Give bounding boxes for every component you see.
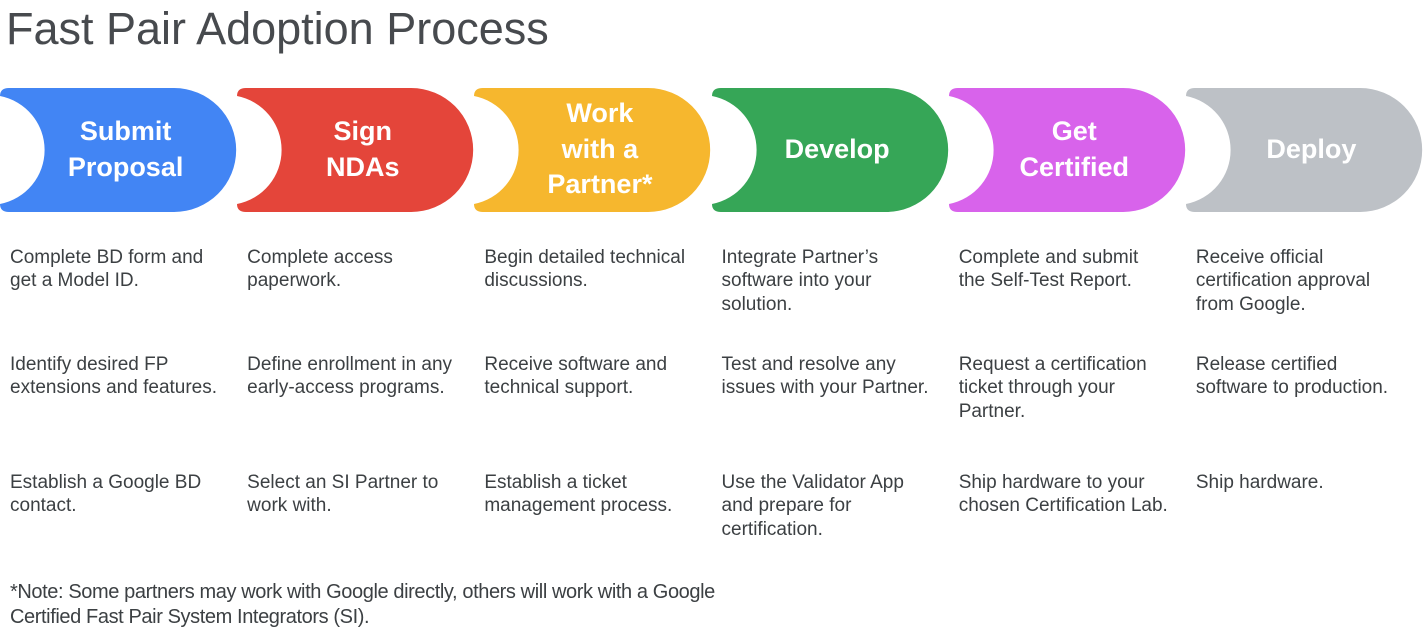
step-details-submit-proposal: Complete BD form and get a Model ID. Iden… xyxy=(0,246,237,543)
step-detail-deploy-3: Ship hardware. xyxy=(1195,471,1324,493)
step-details-row: Complete BD form and get a Model ID. Iden… xyxy=(0,246,1423,543)
step-shape-submit-proposal xyxy=(0,87,237,212)
step-detail-deploy-1: Receive official certification approval … xyxy=(1195,246,1371,316)
step-detail-develop-2: Test and resolve any issues with your Pa… xyxy=(721,353,929,399)
step-shape-get-certified xyxy=(948,87,1185,212)
step-detail-get-certified-2: Request a certification ticket through y… xyxy=(958,353,1147,423)
step-detail-submit-proposal-3: Establish a Google BD contact. xyxy=(10,471,202,517)
step-label-deploy: Deploy xyxy=(1266,133,1357,164)
step-detail-get-certified-3: Ship hardware to your chosen Certificati… xyxy=(958,471,1168,517)
step-label-develop: Develop xyxy=(784,133,890,164)
footnote: *Note: Some partners may work with Googl… xyxy=(10,581,715,629)
step-details-develop: Integrate Partner’s software into your s… xyxy=(712,246,949,543)
step-deploy: Deploy xyxy=(1185,87,1423,212)
step-shape-work-with-a-partner xyxy=(474,87,711,212)
page-title: Fast Pair Adoption Process xyxy=(6,3,549,54)
step-details-get-certified: Complete and submit the Self-Test Report… xyxy=(949,246,1186,543)
step-shape-sign-ndas xyxy=(237,87,474,212)
step-shape-develop xyxy=(711,87,948,212)
step-shape-deploy xyxy=(1185,87,1423,212)
step-detail-work-with-a-partner-1: Begin detailed technical discussions. xyxy=(484,246,686,292)
step-detail-deploy-2: Release certified software to production… xyxy=(1195,353,1389,399)
step-detail-develop-3: Use the Validator App and prepare for ce… xyxy=(721,471,904,541)
step-details-work-with-a-partner: Begin detailed technical discussions. Rec… xyxy=(474,246,711,543)
step-detail-work-with-a-partner-2: Receive software and technical support. xyxy=(484,353,668,399)
step-detail-work-with-a-partner-3: Establish a ticket management process. xyxy=(484,471,673,517)
step-detail-submit-proposal-1: Complete BD form and get a Model ID. xyxy=(10,246,204,292)
step-detail-sign-ndas-2: Define enrollment in any early-access pr… xyxy=(247,353,453,399)
step-detail-submit-proposal-2: Identify desired FP extensions and featu… xyxy=(10,353,218,399)
step-details-sign-ndas: Complete access paperwork. Define enrollm… xyxy=(237,246,474,543)
step-detail-sign-ndas-1: Complete access paperwork. xyxy=(247,246,393,292)
step-detail-sign-ndas-3: Select an SI Partner to work with. xyxy=(247,471,439,517)
step-detail-get-certified-1: Complete and submit the Self-Test Report… xyxy=(958,246,1139,292)
step-develop: Develop xyxy=(711,87,949,212)
step-details-deploy: Receive official certification approval … xyxy=(1186,246,1423,543)
step-detail-develop-1: Integrate Partner’s software into your s… xyxy=(721,246,879,316)
